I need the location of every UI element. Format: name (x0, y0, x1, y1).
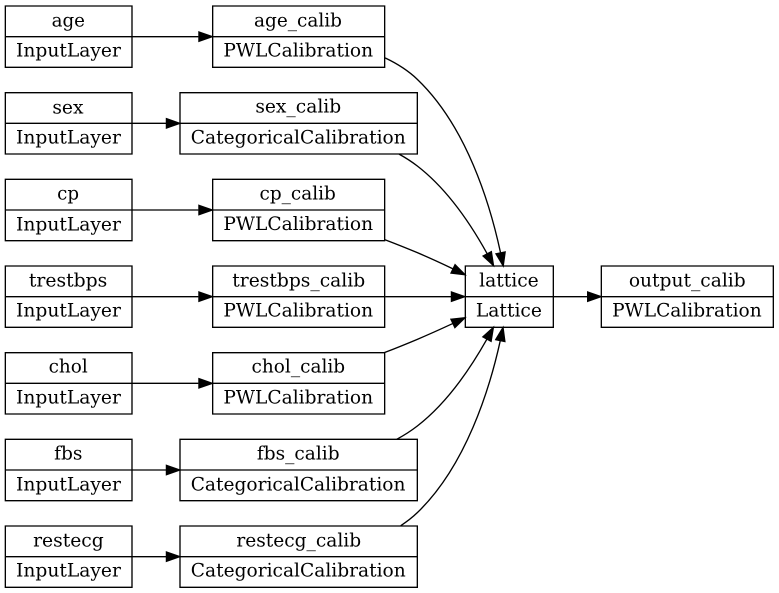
svg-text:InputLayer: InputLayer (16, 128, 121, 149)
svg-text:age: age (52, 11, 85, 32)
svg-text:output_calib: output_calib (629, 271, 746, 292)
svg-text:InputLayer: InputLayer (16, 388, 121, 409)
svg-text:InputLayer: InputLayer (16, 301, 121, 322)
svg-text:cp_calib: cp_calib (260, 184, 336, 205)
svg-text:CategoricalCalibration: CategoricalCalibration (191, 561, 406, 582)
svg-text:PWLCalibration: PWLCalibration (223, 388, 373, 409)
svg-text:CategoricalCalibration: CategoricalCalibration (191, 128, 406, 149)
svg-text:PWLCalibration: PWLCalibration (223, 214, 373, 235)
svg-text:sex: sex (52, 98, 84, 119)
svg-text:restecg: restecg (33, 531, 104, 552)
svg-text:restecg_calib: restecg_calib (236, 531, 361, 552)
svg-text:PWLCalibration: PWLCalibration (223, 41, 373, 62)
svg-text:cp: cp (57, 184, 79, 205)
svg-text:trestbps: trestbps (29, 271, 107, 292)
svg-text:InputLayer: InputLayer (16, 215, 121, 236)
svg-text:chol: chol (49, 357, 88, 378)
svg-text:InputLayer: InputLayer (16, 475, 121, 496)
svg-text:Lattice: Lattice (476, 301, 542, 322)
svg-text:chol_calib: chol_calib (252, 357, 346, 378)
svg-text:age_calib: age_calib (254, 11, 342, 32)
svg-text:InputLayer: InputLayer (16, 41, 121, 62)
svg-text:sex_calib: sex_calib (255, 97, 341, 118)
svg-text:CategoricalCalibration: CategoricalCalibration (191, 475, 406, 496)
svg-text:PWLCalibration: PWLCalibration (223, 301, 373, 322)
svg-text:fbs: fbs (54, 444, 82, 465)
svg-text:fbs_calib: fbs_calib (257, 444, 340, 465)
svg-text:PWLCalibration: PWLCalibration (612, 301, 762, 322)
svg-text:trestbps_calib: trestbps_calib (232, 271, 365, 292)
svg-text:InputLayer: InputLayer (16, 561, 121, 582)
svg-text:lattice: lattice (479, 271, 539, 292)
